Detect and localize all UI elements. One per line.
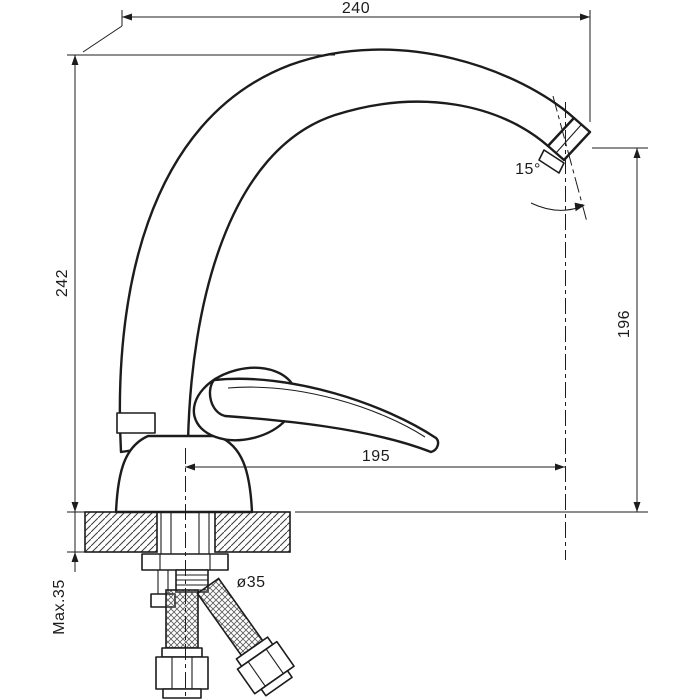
spout-tip: [538, 116, 592, 174]
hose-angled-fitting: [235, 636, 295, 697]
body-cone: [114, 434, 254, 514]
faucet-body: [114, 434, 254, 514]
aerator: [538, 149, 565, 174]
dim-label-deck-thickness: Max.35: [51, 579, 68, 634]
dim-deck-thickness: Max.35: [51, 512, 92, 635]
dim-label-overall-height: 242: [54, 269, 71, 297]
hex-flat: [247, 661, 266, 687]
spout-collar: [116, 412, 156, 434]
lever-blade: [208, 377, 440, 454]
dim-overall-height: 242: [54, 54, 335, 513]
handle: [192, 366, 440, 454]
hose-straight-braid: [165, 589, 199, 649]
dim-outlet-angle: 15°: [515, 161, 585, 212]
extension-line: [82, 25, 123, 53]
dim-label-outlet-height: 196: [616, 310, 633, 338]
hose-straight-collar: [161, 647, 203, 658]
outlet-tilted-centerline: [552, 95, 588, 223]
dim-label-overall-width: 240: [342, 0, 370, 17]
supply-hose-angled: [196, 577, 295, 697]
supply-hose-straight: [155, 589, 209, 699]
center-lines: [185, 95, 588, 700]
spout-body-path: [118, 48, 576, 454]
dim-label-outlet-angle: 15°: [515, 161, 541, 178]
dim-hole-diameter: ø35: [236, 574, 265, 591]
hose-straight-end-cap: [162, 688, 202, 699]
dim-label-spout-reach: 195: [362, 448, 390, 465]
hex-flat: [265, 648, 284, 674]
dim-outlet-height: 196: [295, 147, 648, 513]
counter-right: [214, 511, 291, 553]
counter-left: [84, 511, 158, 553]
end-cap-seam: [555, 124, 582, 154]
dim-spout-reach: 195: [185, 448, 565, 471]
lever-highlight-line: [227, 386, 426, 438]
dim-overall-width: 240: [82, 0, 591, 122]
countertop: [84, 511, 291, 570]
spout: [116, 48, 576, 454]
hose-angled-end-cap: [260, 669, 293, 697]
hose-straight-hex-nut: [155, 656, 209, 690]
dim-label-hole-diameter: ø35: [236, 574, 265, 591]
